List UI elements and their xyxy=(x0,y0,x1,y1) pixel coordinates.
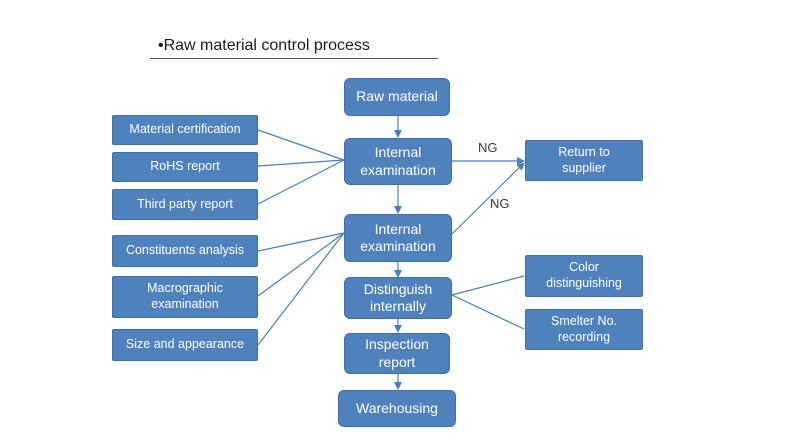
distinguish-internally-box: Distinguish internally xyxy=(344,277,452,319)
title-underline xyxy=(150,58,438,59)
smelter-recording-box: Smelter No. recording xyxy=(525,309,643,350)
link-constituents-analysis xyxy=(257,232,345,252)
arrow-exam2-ng-return xyxy=(451,162,525,235)
return-to-supplier-box: Return to supplier xyxy=(525,140,643,181)
link-rohs-report xyxy=(257,159,345,167)
internal-examination-1-box: Internal examination xyxy=(344,138,452,185)
ng-label-1: NG xyxy=(478,140,498,155)
link-color-distinguishing xyxy=(451,275,525,296)
page-title: •Raw material control process xyxy=(158,37,370,54)
color-distinguishing-label: Color distinguishing xyxy=(546,260,622,290)
size-and-appearance-label: Size and appearance xyxy=(125,337,245,352)
macrographic-examination-box: Macrographic examination xyxy=(112,276,258,318)
third-party-report-box: Third party report xyxy=(112,189,258,220)
link-size-and-appearance xyxy=(257,232,345,346)
internal-examination-2-box: Internal examination xyxy=(344,214,452,262)
rohs-report-label: RoHS report xyxy=(150,159,220,174)
link-material-certification xyxy=(257,129,345,161)
rohs-report-box: RoHS report xyxy=(112,152,258,182)
inspection-report-box: Inspection report xyxy=(344,333,450,374)
internal-examination-2-label: Internal examination xyxy=(360,220,436,255)
return-to-supplier-label: Return to supplier xyxy=(558,144,610,175)
raw-material-box: Raw material xyxy=(344,78,450,116)
constituents-analysis-label: Constituents analysis xyxy=(125,243,245,258)
material-certification-label: Material certification xyxy=(129,122,241,137)
third-party-report-label: Third party report xyxy=(137,196,233,211)
link-smelter-recording xyxy=(451,294,525,330)
ng-label-2: NG xyxy=(490,196,510,211)
internal-examination-1-label: Internal examination xyxy=(360,144,436,178)
inspection-report-label: Inspection report xyxy=(365,336,429,370)
size-and-appearance-box: Size and appearance xyxy=(112,329,258,361)
raw-material-label: Raw material xyxy=(356,88,438,105)
constituents-analysis-box: Constituents analysis xyxy=(112,235,258,267)
color-distinguishing-box: Color distinguishing xyxy=(525,255,643,297)
warehousing-label: Warehousing xyxy=(356,399,438,416)
smelter-recording-label: Smelter No. recording xyxy=(551,313,617,344)
material-certification-box: Material certification xyxy=(112,115,258,145)
macrographic-examination-label: Macrographic examination xyxy=(147,281,223,311)
link-third-party-report xyxy=(257,159,345,205)
warehousing-box: Warehousing xyxy=(338,390,456,427)
link-macrographic-examination xyxy=(257,232,345,297)
distinguish-internally-label: Distinguish internally xyxy=(363,280,433,315)
